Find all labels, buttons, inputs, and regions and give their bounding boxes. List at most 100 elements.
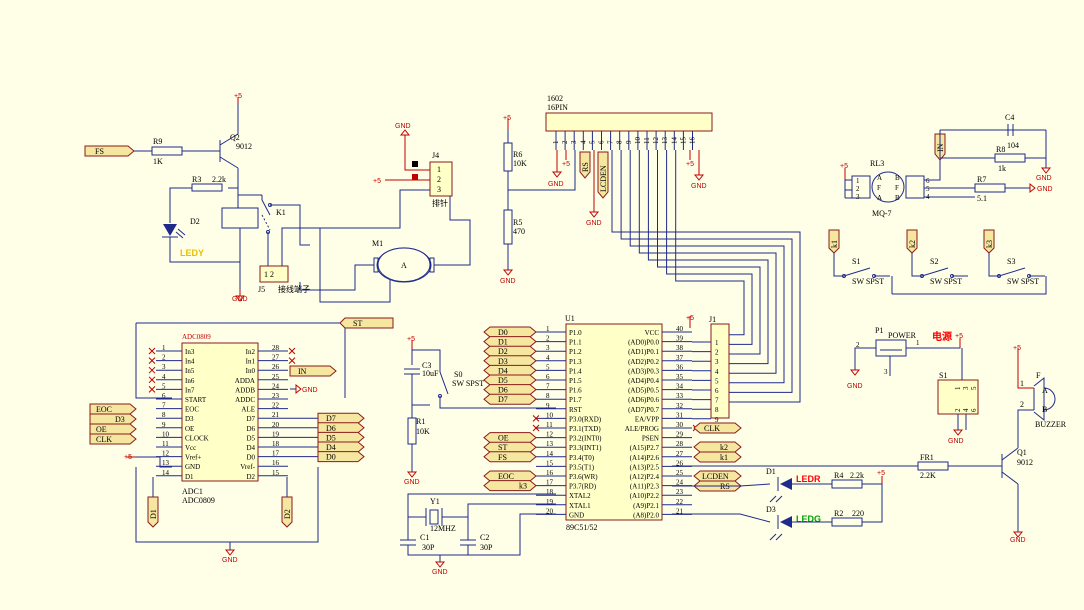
j1-pin-number: 3 — [715, 358, 719, 366]
mcu-pin-number: 19 — [546, 498, 554, 506]
svg-text:GND: GND — [432, 569, 448, 576]
adc-pin-name: In5 — [185, 367, 195, 375]
svg-text:1: 1 — [856, 177, 860, 185]
mcu-pin-number: 5 — [546, 363, 550, 371]
switch-ref: S1 — [852, 257, 860, 266]
mcu-pin-number: 1 — [546, 325, 550, 333]
svg-text:GND: GND — [232, 296, 248, 303]
mcu-pin-name: P3.5(T1) — [569, 463, 595, 471]
adc-pin-name: In7 — [185, 386, 195, 394]
mcu-pin-number: 20 — [546, 507, 554, 515]
svg-text:2: 2 — [856, 341, 860, 349]
mcu-pin-name: (AD3)P0.3 — [628, 367, 659, 375]
svg-text:J1: J1 — [709, 315, 716, 324]
mcu-pin-name: P3.2(INT0) — [569, 435, 602, 443]
svg-text:D2: D2 — [190, 217, 200, 226]
adc-pin-number: 3 — [162, 363, 166, 371]
svg-text:MQ-7: MQ-7 — [872, 209, 892, 218]
adc-pin-number: 27 — [272, 354, 280, 362]
svg-text:B: B — [895, 194, 900, 202]
svg-text:OE: OE — [96, 425, 107, 434]
svg-text:1: 1 — [437, 165, 441, 174]
svg-text:CLK: CLK — [704, 424, 720, 433]
svg-text:A: A — [1042, 386, 1048, 395]
svg-text:接线端子: 接线端子 — [278, 284, 310, 294]
adc-data-net: D4 — [326, 443, 336, 452]
svg-text:R7: R7 — [977, 175, 986, 184]
adc-pin-number: 23 — [272, 392, 280, 400]
svg-text:Q2: Q2 — [230, 133, 240, 142]
mcu-net-label: D5 — [498, 376, 508, 385]
mcu-pin-name: (A15)P2.7 — [630, 444, 660, 452]
mcu-89c51-chip — [565, 323, 663, 521]
mcu-net-label: OE — [498, 434, 509, 443]
adc-pin-name: In1 — [246, 358, 256, 366]
adc-pin-name: Vcc — [185, 444, 196, 452]
lcd-pin-number: 12 — [652, 137, 660, 145]
ledg-label: LEDG — [796, 514, 821, 524]
adc-pin-number: 18 — [272, 440, 280, 448]
in-net-label: IN — [289, 365, 337, 377]
p1-power-jack — [875, 339, 907, 357]
mcu-net-label: D4 — [498, 366, 508, 375]
mcu-net-label: EOC — [498, 472, 514, 481]
svg-text:3: 3 — [856, 193, 860, 201]
svg-text:D3: D3 — [766, 505, 776, 514]
ledy-label: LEDY — [180, 248, 204, 258]
mcu-pin-name: P1.6 — [569, 387, 582, 395]
svg-text:3: 3 — [962, 386, 970, 390]
svg-text:2: 2 — [1020, 400, 1024, 409]
switch-net-label: k1 — [830, 240, 839, 248]
svg-text:+5: +5 — [686, 315, 694, 322]
svg-text:F: F — [895, 184, 899, 192]
mcu-pin-number: 4 — [546, 354, 550, 362]
svg-text:B: B — [1042, 405, 1047, 414]
svg-text:D1: D1 — [766, 467, 776, 476]
svg-text:Q1: Q1 — [1017, 448, 1027, 457]
adc-pin-number: 16 — [272, 459, 280, 467]
adc-pin-number: 22 — [272, 402, 280, 410]
mcu-pin-number: 40 — [676, 325, 684, 333]
svg-text:+5: +5 — [562, 161, 570, 168]
svg-text:CLK: CLK — [96, 435, 112, 444]
svg-text:10uF: 10uF — [422, 369, 439, 378]
svg-text:GND: GND — [404, 479, 420, 486]
lcd-pin-number: 10 — [634, 137, 642, 145]
mcu-pin-number: 16 — [546, 469, 554, 477]
adc-pin-number: 6 — [162, 392, 166, 400]
adc-pin-name: In6 — [185, 377, 195, 385]
mcu-pin-name: (A9)P2.1 — [633, 502, 659, 510]
adc-pin-number: 20 — [272, 421, 280, 429]
mcu-pin-name: (AD1)P0.1 — [628, 348, 659, 356]
mq7-sensor — [871, 171, 905, 203]
lcd-pin-number: 3 — [570, 140, 578, 144]
svg-text:2: 2 — [437, 175, 441, 184]
svg-text:+5: +5 — [234, 93, 242, 100]
svg-text:排针: 排针 — [432, 198, 448, 208]
adc-pin-name: In3 — [185, 348, 195, 356]
svg-text:F: F — [1036, 371, 1041, 380]
mcu-pin-number: 39 — [676, 335, 684, 343]
adc-pin-number: 25 — [272, 373, 280, 381]
lcd-pin-number: 14 — [670, 137, 678, 145]
r7-resistor — [974, 183, 1006, 193]
mcu-pin-number: 9 — [546, 402, 550, 410]
mcu-pin-name: P1.2 — [569, 348, 582, 356]
adc-pin-name: CLOCK — [185, 434, 209, 442]
mcu-pin-name: (A10)P2.2 — [630, 492, 660, 500]
adc-pin-number: 14 — [162, 469, 170, 477]
svg-text:1: 1 — [954, 386, 962, 390]
adc-pin-name: In2 — [246, 348, 256, 356]
svg-text:GND: GND — [948, 438, 964, 445]
adc-pin-number: 8 — [162, 411, 166, 419]
svg-text:1K: 1K — [153, 157, 163, 166]
svg-text:12MHZ: 12MHZ — [430, 524, 456, 533]
svg-text:GND: GND — [586, 220, 602, 227]
svg-text:2: 2 — [856, 185, 860, 193]
mcu-pin-number: 14 — [546, 450, 554, 458]
svg-text:104: 104 — [1007, 141, 1019, 150]
svg-text:R2: R2 — [834, 509, 843, 518]
mcu-pin-name: P1.7 — [569, 396, 582, 404]
adc-d3-net: D3 — [89, 413, 137, 425]
svg-text:4: 4 — [962, 408, 970, 412]
